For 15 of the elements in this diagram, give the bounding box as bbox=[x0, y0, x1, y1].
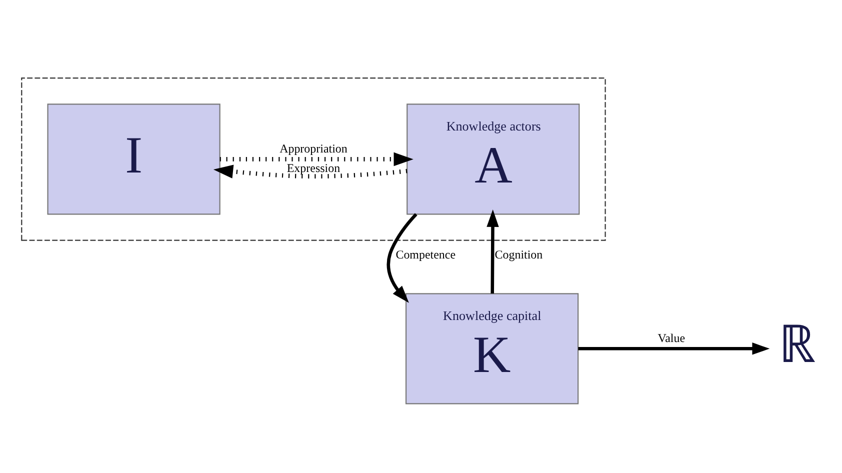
arrow bbox=[220, 152, 414, 166]
edge-label: Appropriation bbox=[280, 141, 348, 156]
node-box: Knowledge capital K bbox=[405, 293, 579, 404]
arrow bbox=[213, 164, 408, 178]
node-box: I bbox=[47, 104, 220, 215]
arrow bbox=[486, 210, 499, 294]
edge-label: Cognition bbox=[494, 248, 543, 262]
arrow bbox=[578, 342, 770, 355]
node-text: ℝ bbox=[778, 316, 816, 374]
edge-label: Expression bbox=[286, 161, 340, 176]
node-box: Knowledge actors A bbox=[406, 104, 580, 215]
arrow bbox=[386, 213, 418, 303]
edge-label: Value bbox=[658, 330, 686, 345]
cluster bbox=[21, 78, 606, 241]
edge-label: Competence bbox=[396, 248, 456, 262]
